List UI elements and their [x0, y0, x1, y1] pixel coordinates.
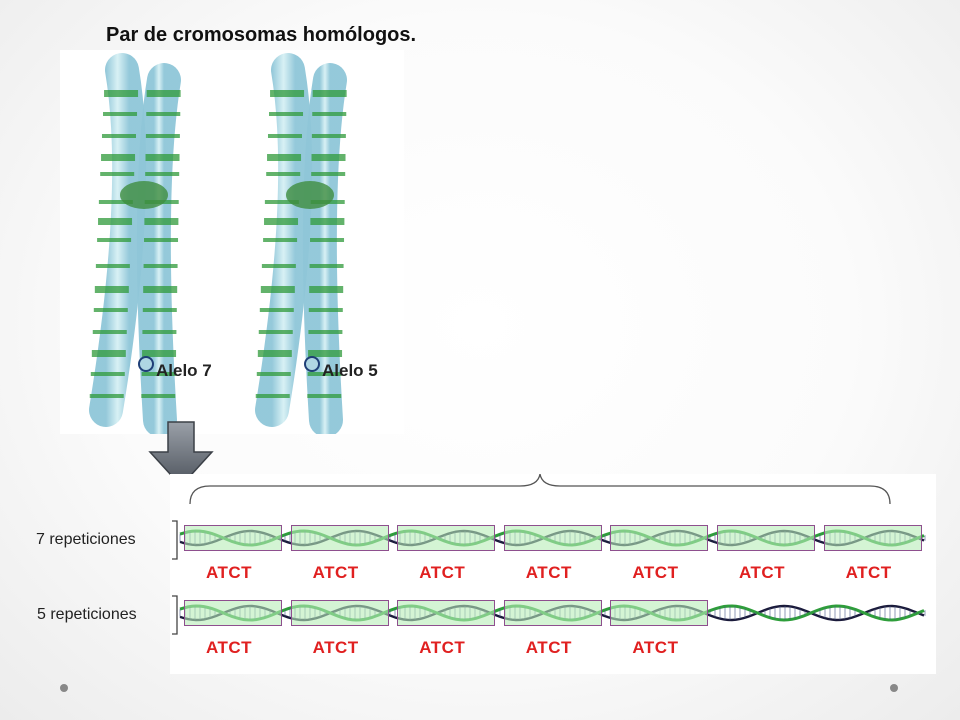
- repeat-unit-label: ATCT: [206, 638, 253, 657]
- repeat-unit-label: ATCT: [632, 638, 679, 657]
- bullet-dot-icon-right: [890, 684, 898, 692]
- chromosome-pair-graphic: [89, 53, 347, 434]
- dna-repeats-panel: ATCT ATCT ATCT ATCT ATCT ATCT ATCT ATCT ATCT ATC…: [170, 474, 936, 674]
- chromosome-2: [255, 53, 347, 434]
- repeat-count-label-2: 5 repeticiones: [37, 606, 137, 623]
- repeat-box: [397, 525, 496, 551]
- repeat-box: [823, 525, 922, 551]
- repeat-unit-label: ATCT: [312, 638, 359, 657]
- allele-marker-1: [138, 356, 154, 372]
- repeat-box: [717, 525, 815, 551]
- slide-title: Par de cromosomas homólogos.: [106, 24, 417, 46]
- repeat-unit-label: ATCT: [206, 563, 253, 582]
- repeat-box: [290, 600, 389, 626]
- chromosome-1: [89, 53, 181, 434]
- repeat-unit-label: ATCT: [632, 563, 679, 582]
- curly-brace: [189, 474, 891, 505]
- repeat-box: [397, 600, 496, 626]
- repeat-box: [610, 600, 709, 626]
- repeat-box: [184, 600, 282, 626]
- repeat-box: [503, 600, 602, 626]
- bracket-2: [172, 595, 178, 635]
- bullet-dot-icon-left: [60, 684, 68, 692]
- allele-label-1: Alelo 7: [156, 361, 212, 380]
- repeat-box: [290, 525, 389, 551]
- repeat-unit-label: ATCT: [525, 563, 572, 582]
- allele-label-2: Alelo 5: [322, 361, 378, 380]
- repeat-unit-label: ATCT: [525, 638, 572, 657]
- repeat-box: [184, 525, 282, 551]
- down-arrow-icon: [148, 421, 214, 488]
- repeat-box: [503, 525, 602, 551]
- allele-marker-2: [304, 356, 320, 372]
- repeat-unit-label: ATCT: [312, 563, 359, 582]
- repeat-unit-label: ATCT: [845, 563, 892, 582]
- repeat-box: [610, 525, 709, 551]
- bracket-1: [172, 520, 178, 560]
- repeat-count-label-1: 7 repeticiones: [36, 531, 136, 548]
- repeat-unit-label: ATCT: [419, 563, 466, 582]
- repeat-unit-label: ATCT: [419, 638, 466, 657]
- chromosome-pair-illustration: [60, 50, 404, 434]
- repeat-unit-label: ATCT: [739, 563, 786, 582]
